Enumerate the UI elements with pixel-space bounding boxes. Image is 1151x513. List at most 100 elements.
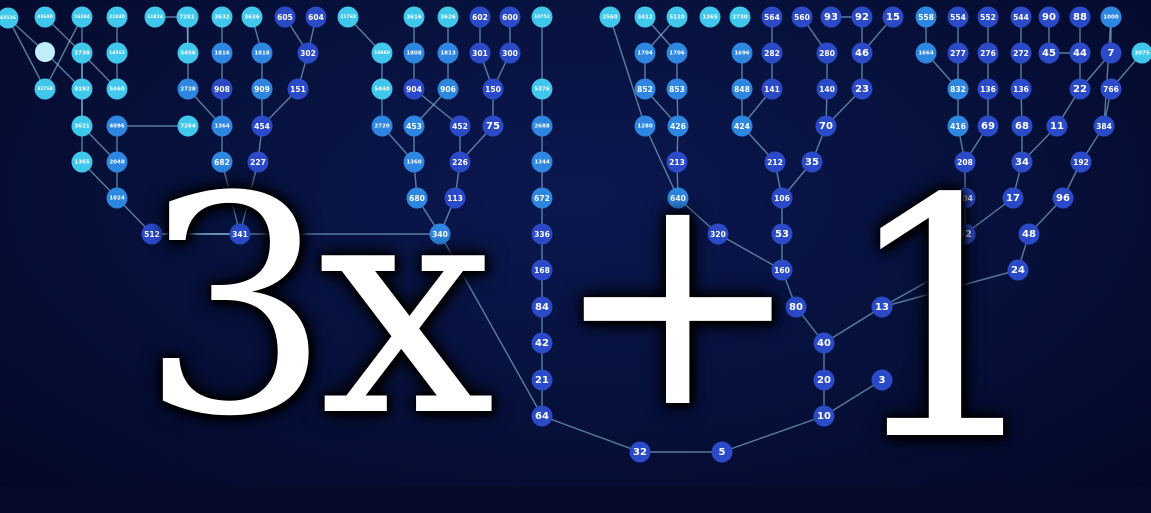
tree-node: 1365 bbox=[72, 152, 93, 173]
tree-node: 227 bbox=[248, 152, 269, 173]
tree-node: 40 bbox=[814, 333, 835, 354]
tree-node: 2728 bbox=[178, 79, 199, 100]
tree-node: 106 bbox=[772, 188, 793, 209]
tree-node-label: 544 bbox=[1013, 13, 1029, 22]
tree-node: 42 bbox=[532, 333, 553, 354]
tree-node-label: 7281 bbox=[179, 15, 194, 21]
tree-node: 852 bbox=[635, 79, 656, 100]
tree-node-label: 212 bbox=[767, 158, 783, 167]
tree-node-label: 1816 bbox=[214, 51, 229, 57]
tree-node: 150 bbox=[483, 79, 504, 100]
tree-node: 92 bbox=[852, 7, 873, 28]
tree-node-label: 68 bbox=[1015, 121, 1029, 132]
tree-node-label: 680 bbox=[409, 194, 425, 203]
tree-node: 192 bbox=[1071, 152, 1092, 173]
tree-node-circle bbox=[35, 42, 55, 62]
tree-node-label: 600 bbox=[502, 13, 518, 22]
tree-node: 3636 bbox=[242, 7, 263, 28]
tree-node-label: 52 bbox=[958, 229, 972, 240]
tree-node: 48 bbox=[1019, 224, 1040, 245]
tree-node: 21760 bbox=[338, 7, 359, 28]
tree-node-label: 24 bbox=[1011, 265, 1025, 276]
tree-node-label: 5440 bbox=[374, 87, 389, 93]
tree-node-label: 554 bbox=[950, 13, 966, 22]
tree-node-label: 160 bbox=[774, 266, 790, 275]
tree-node: 853 bbox=[667, 79, 688, 100]
tree-node-label: 852 bbox=[637, 85, 653, 94]
tree-node: 1816 bbox=[212, 43, 233, 64]
tree-node-label: 853 bbox=[669, 85, 685, 94]
tree-node: 552 bbox=[978, 7, 999, 28]
tree-node: 5460 bbox=[107, 79, 128, 100]
tree-node: 44 bbox=[1070, 43, 1091, 64]
tree-node: 213 bbox=[667, 152, 688, 173]
tree-node-label: 32 bbox=[633, 447, 647, 458]
tree-node-label: 40 bbox=[817, 338, 831, 349]
tree-node-label: 1365 bbox=[702, 15, 717, 21]
tree-node: 64 bbox=[532, 406, 553, 427]
tree-node-label: 16384 bbox=[74, 14, 90, 20]
tree-node-label: 558 bbox=[918, 13, 934, 22]
tree-node-label: 227 bbox=[250, 158, 266, 167]
tree-node-label: 320 bbox=[710, 230, 726, 239]
tree-node-label: 3636 bbox=[244, 15, 259, 21]
tree-node: 46 bbox=[852, 43, 873, 64]
tree-edge bbox=[542, 416, 640, 452]
tree-node: 24 bbox=[1008, 260, 1029, 281]
tree-node: 1360 bbox=[404, 152, 425, 173]
tree-node-label: 43680 bbox=[37, 14, 53, 20]
tree-node-label: 5376 bbox=[534, 87, 549, 93]
tree-node: 1664 bbox=[916, 43, 937, 64]
tree-node: 1704 bbox=[635, 43, 656, 64]
tree-node: 15 bbox=[883, 7, 904, 28]
tree-node: 88 bbox=[1070, 7, 1091, 28]
tree-node: 1344 bbox=[532, 152, 553, 173]
tree-node: 564 bbox=[762, 7, 783, 28]
tree-node: 272 bbox=[1011, 43, 1032, 64]
tree-node-label: 2728 bbox=[180, 87, 195, 93]
tree-node-label: 70 bbox=[819, 121, 833, 132]
tree-node-label: 21824 bbox=[147, 14, 163, 20]
tree-node: 17 bbox=[1003, 188, 1024, 209]
tree-node-label: 96 bbox=[1056, 193, 1070, 204]
tree-node: 20 bbox=[814, 370, 835, 391]
tree-node-label: 226 bbox=[452, 158, 468, 167]
tree-node: 544 bbox=[1011, 7, 1032, 28]
tree-node: 1280 bbox=[635, 116, 656, 137]
tree-node: 766 bbox=[1101, 79, 1122, 100]
tree-node-label: 21840 bbox=[109, 14, 125, 20]
tree-node-label: 682 bbox=[214, 158, 230, 167]
tree-node: 93 bbox=[821, 7, 842, 28]
tree-node-label: 1344 bbox=[534, 160, 549, 166]
tree-node-label: 5 bbox=[719, 447, 726, 458]
tree-node: 69 bbox=[978, 116, 999, 137]
tree-node-label: 512 bbox=[144, 230, 160, 239]
tree-node: 1818 bbox=[252, 43, 273, 64]
tree-node-label: 69 bbox=[981, 121, 995, 132]
tree-node: 1364 bbox=[212, 116, 233, 137]
tree-node-label: 5120 bbox=[669, 15, 684, 21]
tree-node-label: 3626 bbox=[440, 15, 455, 21]
tree-node-label: 424 bbox=[734, 122, 750, 131]
tree-node: 136 bbox=[978, 79, 999, 100]
tree-node-label: 906 bbox=[440, 85, 456, 94]
tree-node: 5376 bbox=[532, 79, 553, 100]
tree-node-label: 282 bbox=[764, 49, 780, 58]
tree-node-label: 301 bbox=[472, 49, 488, 58]
tree-node: 2560 bbox=[600, 7, 621, 28]
tree-node: 5440 bbox=[372, 79, 393, 100]
tree-node: 7 bbox=[1101, 43, 1122, 64]
tree-node-label: 34 bbox=[1015, 157, 1029, 168]
tree-node-label: 1024 bbox=[109, 196, 124, 202]
tree-node-label: 15 bbox=[886, 12, 900, 23]
tree-node-label: 14562 bbox=[109, 50, 125, 56]
tree-node-label: 65536 bbox=[0, 15, 16, 21]
tree-node: 1706 bbox=[667, 43, 688, 64]
tree-node-label: 136 bbox=[1013, 85, 1029, 94]
tree-node: 32768 bbox=[35, 79, 56, 100]
tree-node: 7264 bbox=[178, 116, 199, 137]
tree-node: 53 bbox=[772, 224, 793, 245]
tree-node: 5120 bbox=[667, 7, 688, 28]
tree-node: 21824 bbox=[145, 7, 166, 28]
tree-node-label: 1364 bbox=[214, 124, 229, 130]
